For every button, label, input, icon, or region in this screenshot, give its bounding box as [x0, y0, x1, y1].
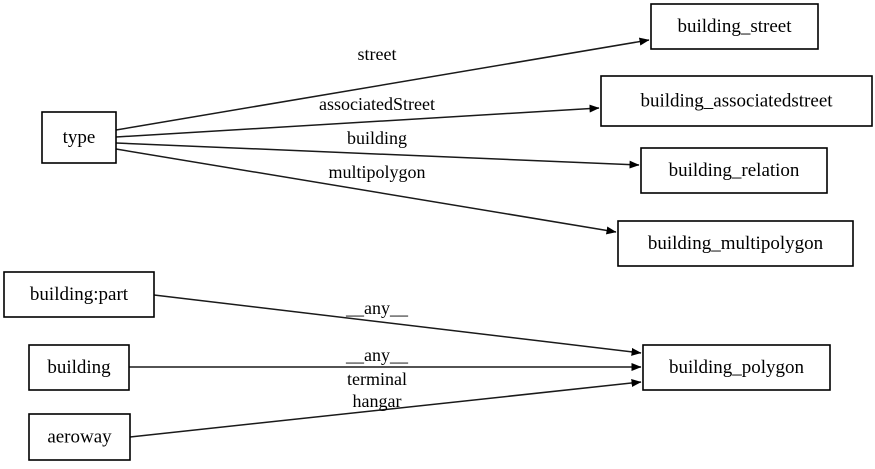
edge-label: terminal: [347, 369, 407, 389]
node-box[interactable]: [642, 344, 831, 391]
edge-label: hangar: [353, 391, 402, 411]
node-box[interactable]: [3, 271, 155, 318]
edge-label: building: [347, 128, 407, 148]
node-building[interactable]: building: [28, 344, 130, 391]
edges-layer: [115, 37, 650, 438]
edge-line: [115, 148, 617, 235]
node-box[interactable]: [28, 413, 131, 461]
edge-building_part-to-building_polygon: [153, 294, 642, 356]
node-building_polygon[interactable]: building_polygon: [642, 344, 831, 391]
node-building_street[interactable]: building_street: [650, 3, 819, 50]
edge-label: multipolygon: [328, 162, 425, 182]
edge-line: [115, 142, 640, 169]
edge-type-to-building_relation: [115, 142, 640, 169]
node-box[interactable]: [650, 3, 819, 50]
node-label: building_associatedstreet: [640, 90, 833, 111]
node-label: building: [47, 357, 111, 378]
edge-label: __any__: [345, 298, 409, 318]
node-type[interactable]: type: [41, 111, 117, 164]
edge-aeroway-to-building_polygon: [129, 379, 642, 438]
node-label: building_relation: [669, 160, 800, 181]
edge-type-to-building_multipolygon: [115, 148, 617, 235]
edge-label: associatedStreet: [319, 94, 435, 114]
node-building_multipolygon[interactable]: building_multipolygon: [617, 220, 854, 267]
node-box[interactable]: [41, 111, 117, 164]
node-box[interactable]: [28, 344, 130, 391]
node-label: building_multipolygon: [648, 233, 824, 254]
node-building_part[interactable]: building:part: [3, 271, 155, 318]
node-label: building_polygon: [669, 357, 805, 378]
edge-type-to-building_street: [115, 37, 650, 131]
node-label: aeroway: [47, 426, 112, 447]
node-box[interactable]: [600, 75, 873, 127]
edge-label: street: [358, 44, 397, 64]
node-label: building:part: [30, 284, 129, 305]
node-box[interactable]: [617, 220, 854, 267]
edge-type-to-building_associatedstreet: [115, 104, 600, 138]
nodes-layer: type building_street building_associatedst…: [3, 3, 873, 461]
edge-line: [115, 104, 600, 138]
node-aeroway[interactable]: aeroway: [28, 413, 131, 461]
edge-label: __any__: [345, 345, 409, 365]
node-building_associatedstreet[interactable]: building_associatedstreet: [600, 75, 873, 127]
edge-line: [129, 379, 642, 438]
edge-labels-layer: street associatedStreet building multipolyg…: [319, 44, 435, 411]
node-label: building_street: [678, 16, 793, 37]
edge-line: [115, 37, 650, 131]
node-box[interactable]: [640, 147, 828, 194]
node-label: type: [63, 127, 96, 148]
edge-line: [153, 294, 642, 356]
node-building_relation[interactable]: building_relation: [640, 147, 828, 194]
